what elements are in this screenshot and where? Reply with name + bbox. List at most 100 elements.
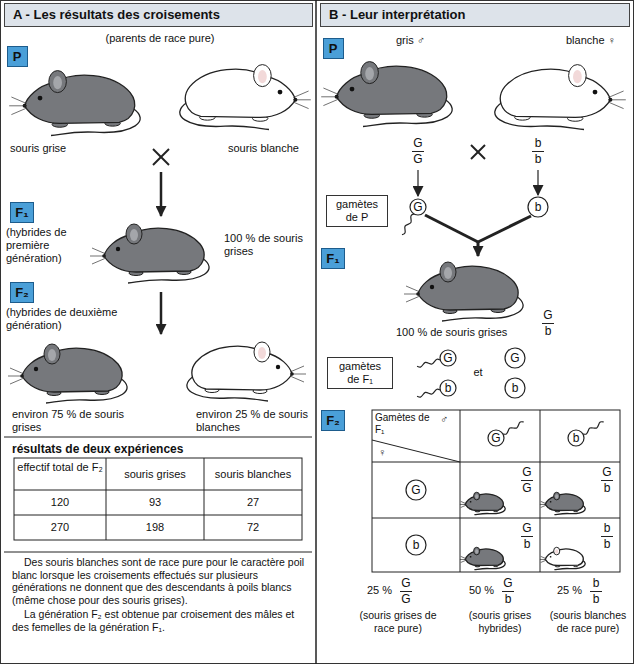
mouse-inner-ear xyxy=(444,267,452,279)
caption-text: (hybrides de deuxième génération) xyxy=(6,306,136,332)
mouse-figure xyxy=(187,342,306,401)
mouse-ear xyxy=(474,492,480,500)
mouse-body xyxy=(337,66,447,114)
mouse-body xyxy=(465,549,503,566)
sex-caption: gris ♂ xyxy=(396,34,456,47)
section-rule xyxy=(4,437,312,438)
node-text: G xyxy=(411,484,420,497)
node-text: P xyxy=(329,41,338,56)
mouse-eye xyxy=(470,556,472,558)
mouse-whiskers xyxy=(290,366,306,382)
table-cell: souris grises xyxy=(106,468,204,481)
mouse-eye xyxy=(470,501,472,503)
mouse-body xyxy=(192,346,292,390)
sex-caption: blanche ♀ xyxy=(566,34,630,47)
mouse-eye xyxy=(276,365,280,369)
mouse-figure xyxy=(460,547,505,569)
conjunction-text: et xyxy=(468,366,488,379)
mouse-ear xyxy=(569,65,587,87)
node-text: G xyxy=(510,352,519,365)
mouse-inner-ear xyxy=(258,70,267,83)
caption-text: 100 % de souris grises xyxy=(396,326,526,339)
mouse-body xyxy=(185,69,295,117)
node-text: B - Leur interprétation xyxy=(329,7,621,23)
mouse-inner-ear xyxy=(48,349,56,361)
gamete-circle xyxy=(505,378,525,398)
node-text: G xyxy=(413,201,422,214)
label-box: gamètes de F₁ xyxy=(327,357,393,389)
mouse-eye xyxy=(593,90,598,95)
genotype-letter: b xyxy=(530,137,546,150)
mouse-figure xyxy=(404,262,523,321)
mouse-body xyxy=(545,549,583,566)
mouse-inner-ear xyxy=(365,67,374,80)
table-line xyxy=(14,515,302,516)
mouse-inner-ear xyxy=(53,76,62,89)
gamete-circle xyxy=(528,197,548,217)
mouse-eye xyxy=(550,556,552,558)
genotype-letter: b xyxy=(530,153,546,166)
mouse-eye xyxy=(34,367,38,371)
node-text: A - Les résultats des croisements xyxy=(13,7,304,23)
mouse-inner-ear xyxy=(555,549,558,554)
sperm-gamete: G xyxy=(409,198,427,216)
node-text: G xyxy=(491,432,500,445)
fraction-bar xyxy=(601,480,613,481)
gamete-circle xyxy=(406,535,426,555)
fusion-line xyxy=(425,215,478,242)
fraction-bar xyxy=(590,591,602,592)
sex-symbol: ♂ xyxy=(440,413,456,426)
node-text: F₁ xyxy=(15,205,28,220)
mouse-inner-ear xyxy=(555,494,558,499)
generation-badge: F₂ xyxy=(321,410,345,431)
table-line xyxy=(14,490,302,491)
gamete-circle xyxy=(568,430,584,446)
caption-text: environ 25 % de souris blanches xyxy=(196,408,312,434)
egg-gamete: G xyxy=(405,479,427,501)
gamete-arrow xyxy=(417,170,418,196)
genotype-letter: G xyxy=(410,153,426,166)
node-text: b xyxy=(413,539,420,552)
caption-text: (hybrides de première génération) xyxy=(6,226,98,265)
grid-diagonal xyxy=(372,440,460,462)
label-box: gamètes de P xyxy=(326,195,388,227)
grid-line xyxy=(372,518,620,519)
mouse-body xyxy=(22,348,122,392)
mouse-body xyxy=(104,228,204,272)
mouse-ear xyxy=(474,547,480,555)
gamete-circle xyxy=(410,199,426,215)
sperm-tail xyxy=(402,214,414,235)
table-title: résultats de deux expériences xyxy=(12,442,262,456)
generation-badge: F₁ xyxy=(10,202,34,223)
sperm-gamete: G xyxy=(487,429,505,447)
gamete-circle xyxy=(440,350,456,366)
sperm-gamete: b xyxy=(567,429,585,447)
mouse-figure xyxy=(180,65,311,130)
mouse-inner-ear xyxy=(573,70,582,83)
mouse-figure xyxy=(540,547,585,569)
node-text: gamètes de P xyxy=(331,198,383,224)
mouse-eye xyxy=(116,247,120,251)
genotype-letter: b xyxy=(599,522,615,535)
mouse-figure xyxy=(321,62,452,127)
fraction-bar xyxy=(601,536,613,537)
generation-badge: P xyxy=(7,46,28,67)
mouse-ear xyxy=(361,62,379,84)
mouse-whiskers xyxy=(90,248,106,264)
gamete-circle xyxy=(488,430,504,446)
mouse-ear xyxy=(49,71,67,93)
genotype-letter: b xyxy=(599,482,615,495)
mouse-inner-ear xyxy=(130,229,138,241)
egg-gamete: b xyxy=(504,377,526,399)
mouse-body xyxy=(500,69,610,117)
panel-header: B - Leur interprétation xyxy=(320,3,630,27)
mouse-whiskers xyxy=(540,556,546,562)
egg-gamete: b xyxy=(405,534,427,556)
sex-symbol: ♀ xyxy=(378,446,394,459)
node-text: F₁ xyxy=(326,251,339,266)
cross-symbol xyxy=(471,145,485,159)
fusion-arrow xyxy=(477,242,480,256)
mouse-whiskers xyxy=(460,556,466,562)
mouse-figure xyxy=(540,492,585,514)
